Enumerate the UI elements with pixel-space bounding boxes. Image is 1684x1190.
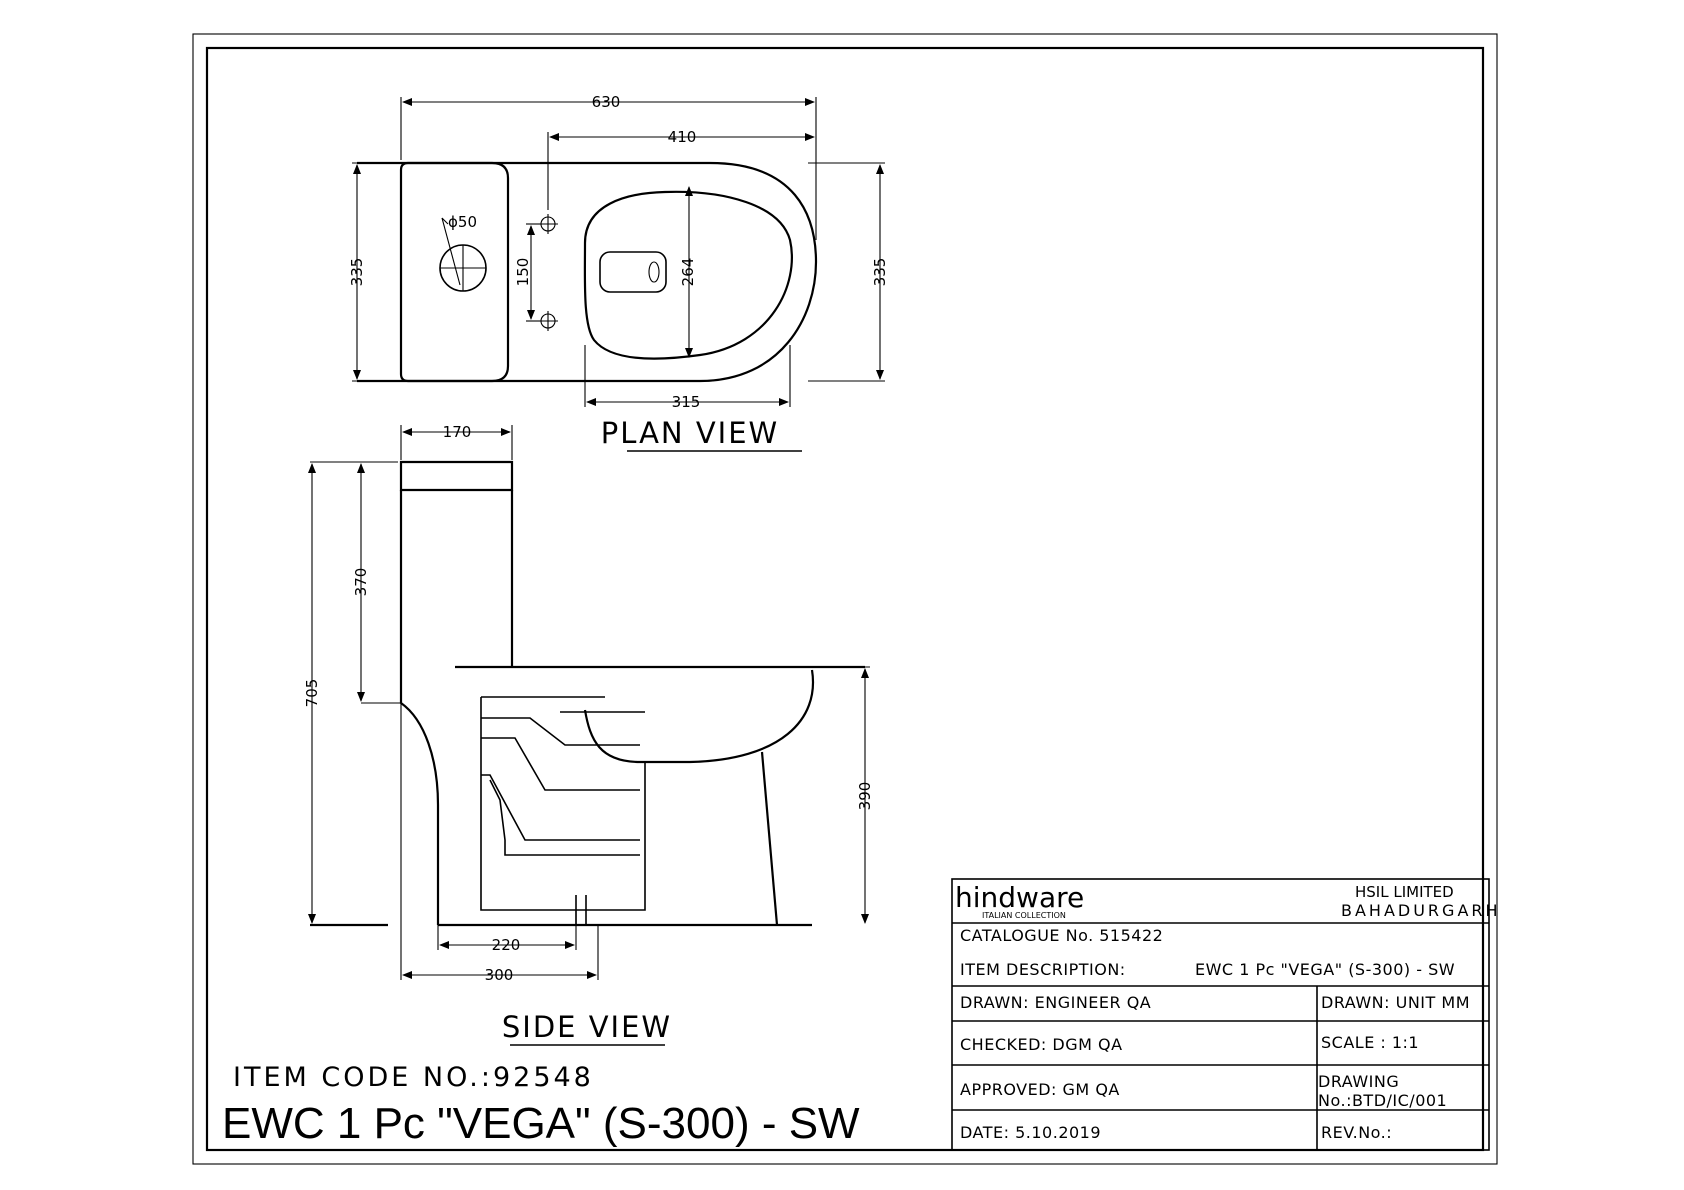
dim-150-label: 150 xyxy=(514,258,532,287)
drawn-by: DRAWN: ENGINEER QA xyxy=(960,993,1151,1012)
dim-335-right-label: 335 xyxy=(871,258,889,287)
catalogue-number: CATALOGUE No. 515422 xyxy=(960,926,1163,945)
plan-outlet xyxy=(599,251,667,293)
item-description-label: ITEM DESCRIPTION: xyxy=(960,960,1126,979)
dim-170-label: 170 xyxy=(443,423,472,441)
approved-by: APPROVED: GM QA xyxy=(960,1080,1120,1099)
company-location: BAHADURGARH xyxy=(1341,901,1501,920)
title-block: hindware ITALIAN COLLECTION HSIL LIMITED… xyxy=(951,878,1501,1151)
revision-number: REV.No.: xyxy=(1321,1123,1392,1142)
drawing-number: No.:BTD/IC/001 xyxy=(1318,1091,1447,1110)
dim-370-label: 370 xyxy=(352,568,370,597)
dim-335-left-label: 335 xyxy=(348,258,366,287)
item-description-value: EWC 1 Pc "VEGA" (S-300) - SW xyxy=(1195,960,1455,979)
inner-border xyxy=(205,46,1485,1152)
side-front-profile xyxy=(399,490,440,925)
item-name: EWC 1 Pc "VEGA" (S-300) - SW xyxy=(222,1099,860,1148)
plan-view-title: PLAN VIEW xyxy=(601,416,779,450)
drawing-label: DRAWING xyxy=(1318,1072,1399,1091)
brand-logo: hindware xyxy=(955,881,1084,914)
plan-view: 630 410 335 335 150 264 315 ϕ50 PLAN VIE… xyxy=(348,93,889,452)
date: DATE: 5.10.2019 xyxy=(960,1123,1101,1142)
dim-410-label: 410 xyxy=(668,128,697,146)
brand-subtitle: ITALIAN COLLECTION xyxy=(982,911,1066,920)
side-bowl xyxy=(583,669,815,764)
side-view: 170 370 705 390 220 300 SIDE VIEW xyxy=(303,423,874,1046)
side-tank-lid xyxy=(399,460,514,492)
hole-dia-label: ϕ50 xyxy=(448,213,477,231)
plan-outline xyxy=(357,161,818,383)
checked-by: CHECKED: DGM QA xyxy=(960,1035,1123,1054)
dim-705-label: 705 xyxy=(303,679,321,708)
plan-tank xyxy=(399,161,510,383)
drawn-unit: DRAWN: UNIT MM xyxy=(1321,993,1470,1012)
dim-315-label: 315 xyxy=(672,393,701,411)
dim-220-label: 220 xyxy=(492,936,521,954)
dim-630-label: 630 xyxy=(592,93,621,111)
dim-390-label: 390 xyxy=(856,782,874,811)
side-view-title: SIDE VIEW xyxy=(502,1010,672,1044)
side-back-foot xyxy=(760,751,779,926)
outer-border xyxy=(192,33,1498,1165)
dim-264-label: 264 xyxy=(679,258,697,287)
plan-seat xyxy=(583,190,793,360)
scale: SCALE : 1:1 xyxy=(1321,1033,1419,1052)
item-code: ITEM CODE NO.:92548 xyxy=(233,1062,594,1093)
dim-300-label: 300 xyxy=(485,966,514,984)
company-name: HSIL LIMITED xyxy=(1355,883,1454,901)
